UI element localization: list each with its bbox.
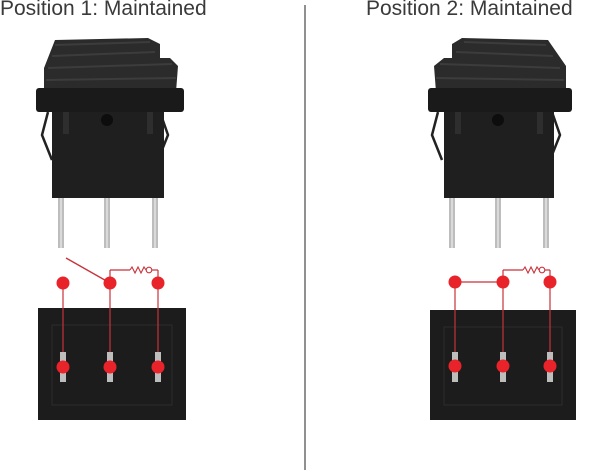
rocker-ridge (51, 51, 156, 57)
housing-slot (537, 112, 543, 134)
terminal-dot (151, 360, 165, 374)
terminal-dot (103, 360, 117, 374)
switch-housing (444, 112, 554, 198)
housing-hole (492, 114, 504, 126)
terminal-dot (56, 360, 70, 374)
resistor-icon (522, 265, 540, 275)
housing-slot (63, 112, 69, 134)
panel-1-title: Position 1: Maintained (0, 0, 207, 20)
schematic-1 (38, 257, 186, 420)
terminal-block-inner (51, 324, 173, 406)
terminal-dot (151, 276, 165, 290)
schematic-2 (430, 265, 576, 420)
rocker-ridge (439, 63, 561, 69)
lamp-icon (538, 266, 546, 274)
housing-slot (455, 112, 461, 134)
switch-housing (52, 112, 164, 198)
panel-2 (428, 38, 576, 420)
housing-slot (147, 112, 153, 134)
rocker-ridge (47, 63, 173, 69)
spring-clip-left (430, 111, 444, 161)
switch-blade (65, 257, 111, 284)
rocker-ridge (463, 41, 547, 46)
rocker-ridge (54, 41, 151, 46)
terminal-dot (543, 359, 557, 373)
rocker-ridge (455, 51, 554, 57)
switch-bezel (36, 88, 184, 112)
panel-2-title: Position 2: Maintained (366, 0, 573, 20)
resistor-icon (129, 265, 147, 275)
terminal-dot (448, 275, 462, 289)
rocker-switch-1 (36, 38, 184, 248)
terminal-dot (448, 359, 462, 373)
terminal-dot (103, 276, 117, 290)
panel-1 (36, 38, 186, 420)
rocker-switch-2 (428, 38, 572, 248)
housing-hole (101, 114, 113, 126)
rocker-ridge (435, 77, 565, 81)
spring-clip-left (40, 111, 54, 161)
terminal-dot (543, 275, 557, 289)
rocker-ridge (45, 77, 177, 81)
lamp-icon (145, 266, 153, 274)
terminal-dot (496, 275, 510, 289)
switch-bezel (428, 88, 572, 112)
terminal-dot (56, 276, 70, 290)
terminal-dot (496, 359, 510, 373)
